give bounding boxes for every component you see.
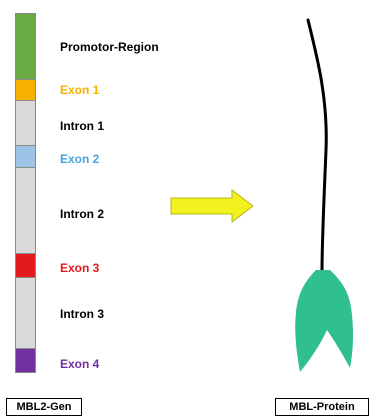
protein-label: MBL-Protein — [275, 398, 369, 416]
arrow-icon — [170, 188, 254, 224]
protein-head-icon — [295, 270, 354, 372]
protein-stem — [306, 18, 328, 274]
segment-exon-4 — [15, 348, 36, 373]
label-intron-2: Intron 2 — [60, 207, 104, 221]
gene-bar — [15, 13, 36, 373]
label-exon-4: Exon 4 — [60, 357, 100, 371]
label-intron-3: Intron 3 — [60, 307, 104, 321]
label-exon-2: Exon 2 — [60, 152, 100, 166]
label-exon-3: Exon 3 — [60, 261, 100, 275]
label-promoter: Promotor-Region — [60, 40, 159, 54]
label-intron-1: Intron 1 — [60, 119, 104, 133]
label-exon-1: Exon 1 — [60, 83, 100, 97]
gene-label: MBL2-Gen — [6, 398, 82, 416]
